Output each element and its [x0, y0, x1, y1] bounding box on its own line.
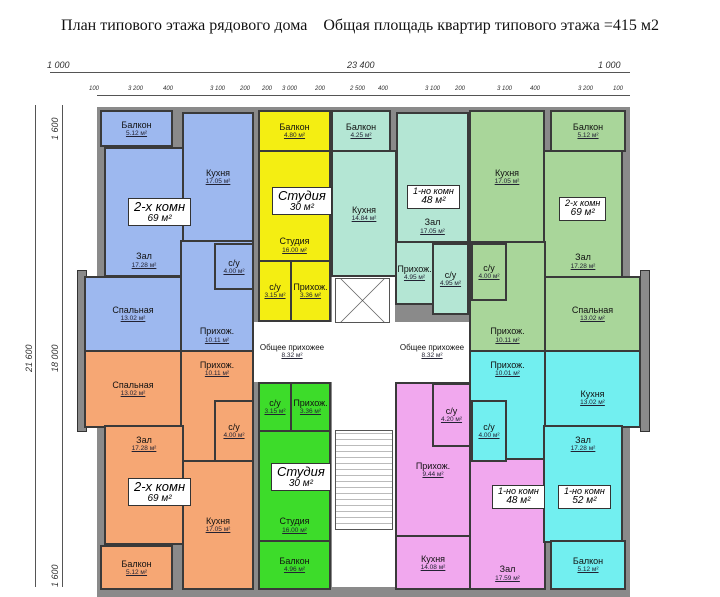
dim-part: 200	[240, 86, 251, 92]
side-wall-right	[640, 270, 650, 432]
dim-part: 400	[163, 86, 174, 92]
room-hall: Прихож.3.36 м²	[290, 382, 331, 432]
dim-line-parts	[97, 95, 630, 96]
dim-left-total: 21 600	[24, 344, 34, 372]
plan-title: План типового этажа рядового дома Общая …	[61, 17, 659, 34]
dim-left-balcony-bottom: 1 600	[50, 564, 60, 587]
dim-part: 400	[378, 86, 389, 92]
dim-part: 100	[89, 86, 100, 92]
elevator-shaft	[335, 278, 390, 323]
dim-part: 3 100	[497, 86, 513, 92]
dim-top-left: 1 000	[47, 60, 70, 70]
dim-line-left-outer	[35, 105, 36, 587]
room-hall: Прихож.4.95 м²	[395, 241, 434, 305]
dim-part: 200	[315, 86, 326, 92]
dim-part: 3 200	[128, 86, 144, 92]
dim-part: 3 100	[425, 86, 441, 92]
room-hall: Прихож.3.36 м²	[290, 260, 331, 322]
dim-part: 200	[262, 86, 273, 92]
dim-part: 3 200	[578, 86, 594, 92]
dim-part: 200	[455, 86, 466, 92]
dim-line-left-inner	[62, 105, 63, 587]
staircase	[335, 430, 393, 530]
dim-part: 3 000	[282, 86, 298, 92]
dim-left-balcony-top: 1 600	[50, 117, 60, 140]
dim-part: 3 100	[210, 86, 226, 92]
dim-left-body: 18 000	[50, 344, 60, 372]
dim-top-right: 1 000	[598, 60, 621, 70]
dim-top-total: 23 400	[347, 60, 375, 70]
dim-part: 100	[613, 86, 624, 92]
dim-line-total	[50, 72, 630, 73]
dim-part: 400	[530, 86, 541, 92]
dim-part: 2 500	[350, 86, 366, 92]
